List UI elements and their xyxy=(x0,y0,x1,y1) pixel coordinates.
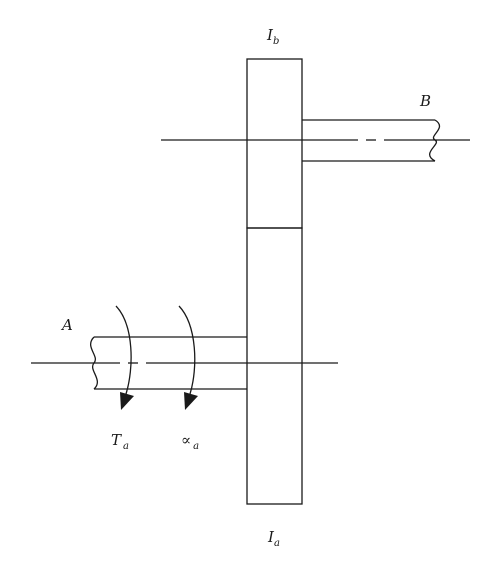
gear-a-label: Ia xyxy=(267,528,280,549)
shaft-a-label: A xyxy=(60,316,73,334)
gear-b-label: Ib xyxy=(266,26,279,47)
gear-a xyxy=(246,227,303,505)
acceleration-arrowhead xyxy=(184,392,198,410)
acceleration-label: ∝a xyxy=(181,431,199,452)
acceleration-arrow xyxy=(178,305,198,410)
gear-b xyxy=(246,58,303,229)
torque-arrowhead xyxy=(120,392,134,410)
torque-arrow xyxy=(115,305,134,410)
shaft-b-label: B xyxy=(419,92,431,110)
